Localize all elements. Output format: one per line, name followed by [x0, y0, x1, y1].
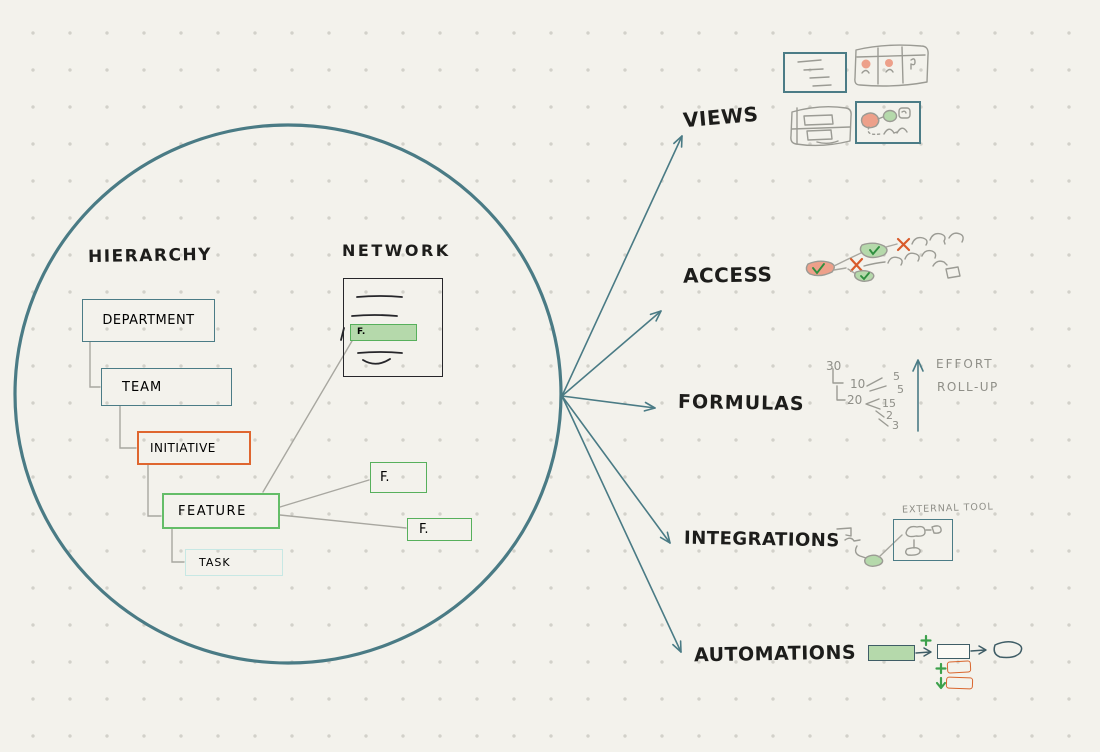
network-relation-lines [262, 340, 407, 529]
formulas-leaf: 3 [892, 419, 899, 432]
network-document [343, 278, 443, 377]
node-department: DEPARTMENT [82, 299, 215, 342]
formulas-leaf: 5 [893, 370, 900, 383]
network-doc-feature-chip: F. [350, 324, 417, 341]
spoke-label-views: VIEWS [682, 101, 760, 133]
kanban-card-dot [885, 59, 893, 67]
node-initiative: INITIATIVE [137, 431, 251, 465]
node-initiative-label: INITIATIVE [150, 441, 216, 455]
node-feature: FEATURE [162, 493, 280, 529]
feature-card-1-label: F. [380, 470, 390, 485]
external-tool-frame [893, 519, 953, 561]
node-department-label: DEPARTMENT [102, 313, 195, 328]
spoke-label-access: ACCESS [682, 262, 773, 288]
automation-trigger-block [868, 645, 915, 661]
views-board-thumbnail [790, 105, 852, 147]
network-title: NETWORK [342, 241, 451, 260]
views-list-frame [783, 52, 847, 93]
node-task-label: TASK [199, 556, 231, 569]
automations-sketch [915, 634, 1023, 690]
views-graph-thumbnail [860, 107, 911, 136]
spoke-label-integrations: INTEGRATIONS [683, 527, 840, 552]
views-graph-frame [855, 101, 921, 144]
spoke-label-automations: AUTOMATIONS [693, 641, 857, 667]
formulas-child-1: 10 [850, 377, 866, 391]
formulas-child-2: 20 [847, 393, 863, 407]
automation-action-block [937, 644, 970, 659]
integrations-sketch [836, 525, 942, 567]
hierarchy-title: HIERARCHY [87, 244, 213, 268]
node-team: TEAM [101, 368, 232, 406]
formulas-sketch-lines [832, 359, 924, 432]
formulas-total: 30 [826, 359, 842, 373]
hub-circle [13, 123, 563, 665]
doc-feature-label: F. [357, 327, 366, 337]
node-team-label: TEAM [122, 379, 163, 395]
formulas-leaf: 2 [886, 409, 893, 422]
formulas-leaf: 5 [897, 383, 904, 396]
hierarchy-connectors [89, 341, 185, 563]
views-list-thumbnail [797, 59, 832, 87]
formulas-leaf: 15 [882, 397, 896, 410]
views-kanban-thumbnail [854, 44, 929, 87]
formulas-annotation-effort: EFFORT [936, 357, 994, 371]
spoke-arrows [561, 135, 683, 653]
feature-card-1: F. [370, 462, 427, 493]
access-sketch [805, 232, 964, 282]
node-feature-label: FEATURE [178, 503, 247, 519]
kanban-card-dot [861, 59, 871, 69]
formulas-annotation-rollup: ROLL-UP [937, 380, 999, 394]
feature-card-2-label: F. [419, 522, 429, 537]
automation-created-item-1 [946, 660, 972, 674]
spoke-label-formulas: FORMULAS [677, 390, 805, 416]
automation-created-item-2 [945, 676, 974, 690]
feature-card-2: F. [407, 518, 472, 541]
node-task: TASK [185, 549, 283, 576]
